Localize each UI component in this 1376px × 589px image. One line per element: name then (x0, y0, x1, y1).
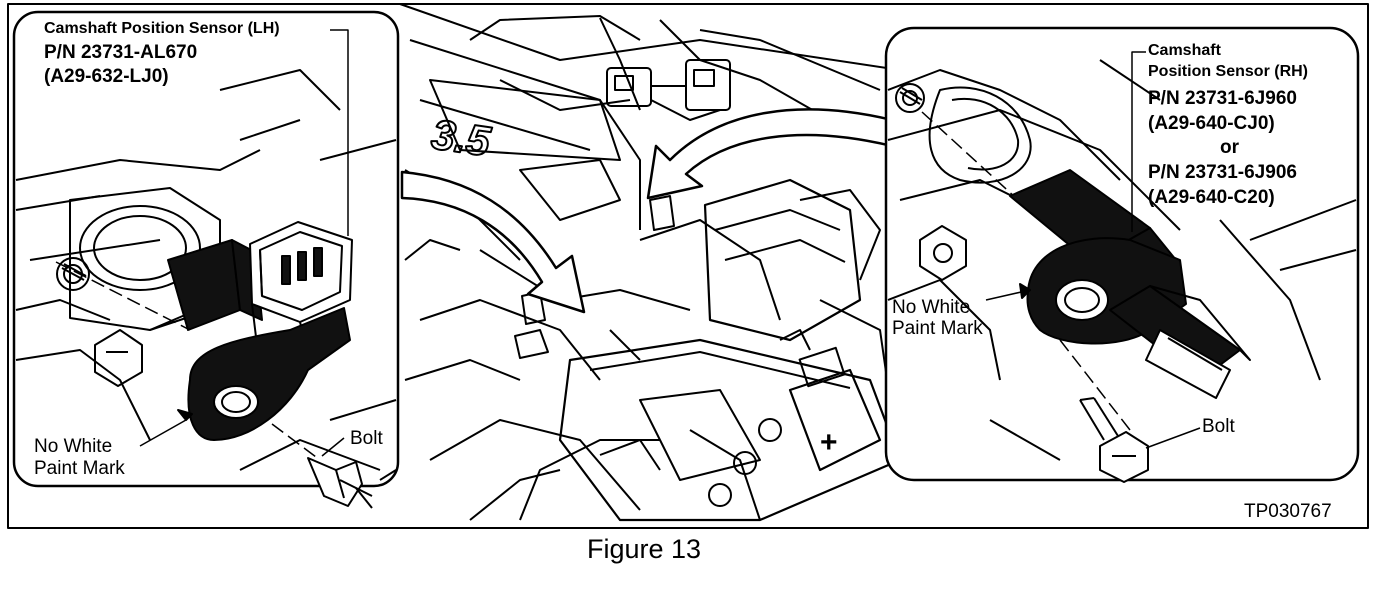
document-id: TP030767 (1244, 501, 1332, 522)
rh-alt-number-2: (A29-640-C20) (1148, 187, 1275, 208)
left-inset-drawing (15, 29, 397, 509)
engine-badge: 3.5 (429, 110, 494, 165)
lh-bolt-label: Bolt (350, 428, 383, 449)
rh-location-arrow (646, 108, 894, 200)
engine-bay-background (399, 3, 902, 522)
lh-sensor-name: Camshaft Position Sensor (LH) (44, 20, 280, 37)
battery-positive-symbol: + (820, 426, 838, 459)
rh-alt-number-1: (A29-640-CJ0) (1148, 113, 1275, 134)
lh-alt-number: (A29-632-LJ0) (44, 66, 169, 87)
figure-frame (7, 3, 1369, 529)
lh-part-number: P/N 23731-AL670 (44, 42, 198, 63)
rh-paint-mark-line2: Paint Mark (892, 318, 983, 339)
rh-paint-mark-line1: No White (892, 297, 971, 318)
rh-sensor-name-line2: Position Sensor (RH) (1148, 63, 1309, 80)
rh-part-number-1: P/N 23731-6J960 (1148, 88, 1297, 109)
figure-caption: Figure 13 (587, 534, 702, 564)
rh-bolt-label: Bolt (1202, 416, 1235, 437)
lh-location-arrow (400, 170, 586, 314)
rh-or-label: or (1220, 137, 1239, 158)
lh-paint-mark-line2: Paint Mark (34, 458, 125, 479)
rh-part-number-2: P/N 23731-6J906 (1148, 162, 1297, 183)
right-inset-drawing (887, 51, 1357, 483)
rh-sensor-name-line1: Camshaft (1148, 42, 1221, 59)
lh-paint-mark-line1: No White (34, 436, 113, 457)
